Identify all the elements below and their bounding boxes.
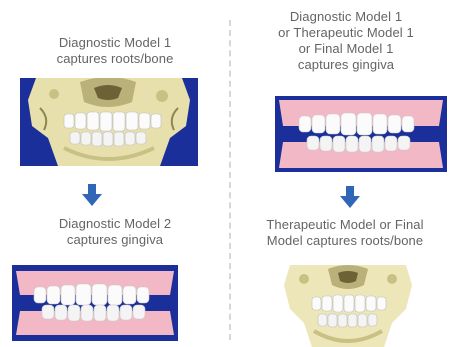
left-bottom-caption: Diagnostic Model 2 captures gingiva <box>8 216 222 248</box>
gingiva-dentition-image <box>12 265 178 341</box>
gingiva-illustration <box>275 96 447 172</box>
down-arrow-icon <box>82 184 102 206</box>
gingiva-dentition-image <box>275 96 447 172</box>
right-bottom-caption: Therapeutic Model or Final Model capture… <box>230 217 460 249</box>
skull-illustration <box>20 78 198 166</box>
left-top-caption: Diagnostic Model 1 captures roots/bone <box>8 35 222 67</box>
right-panel: Diagnostic Model 1 or Therapeutic Model … <box>230 0 460 347</box>
skull-roots-bone-image <box>280 265 416 347</box>
gingiva-illustration <box>12 265 178 341</box>
right-top-caption: Diagnostic Model 1 or Therapeutic Model … <box>234 9 458 73</box>
down-arrow-icon <box>340 186 360 208</box>
skull-illustration <box>280 265 416 347</box>
skull-roots-bone-image <box>20 78 198 166</box>
left-panel: Diagnostic Model 1 captures roots/bone <box>0 0 230 347</box>
